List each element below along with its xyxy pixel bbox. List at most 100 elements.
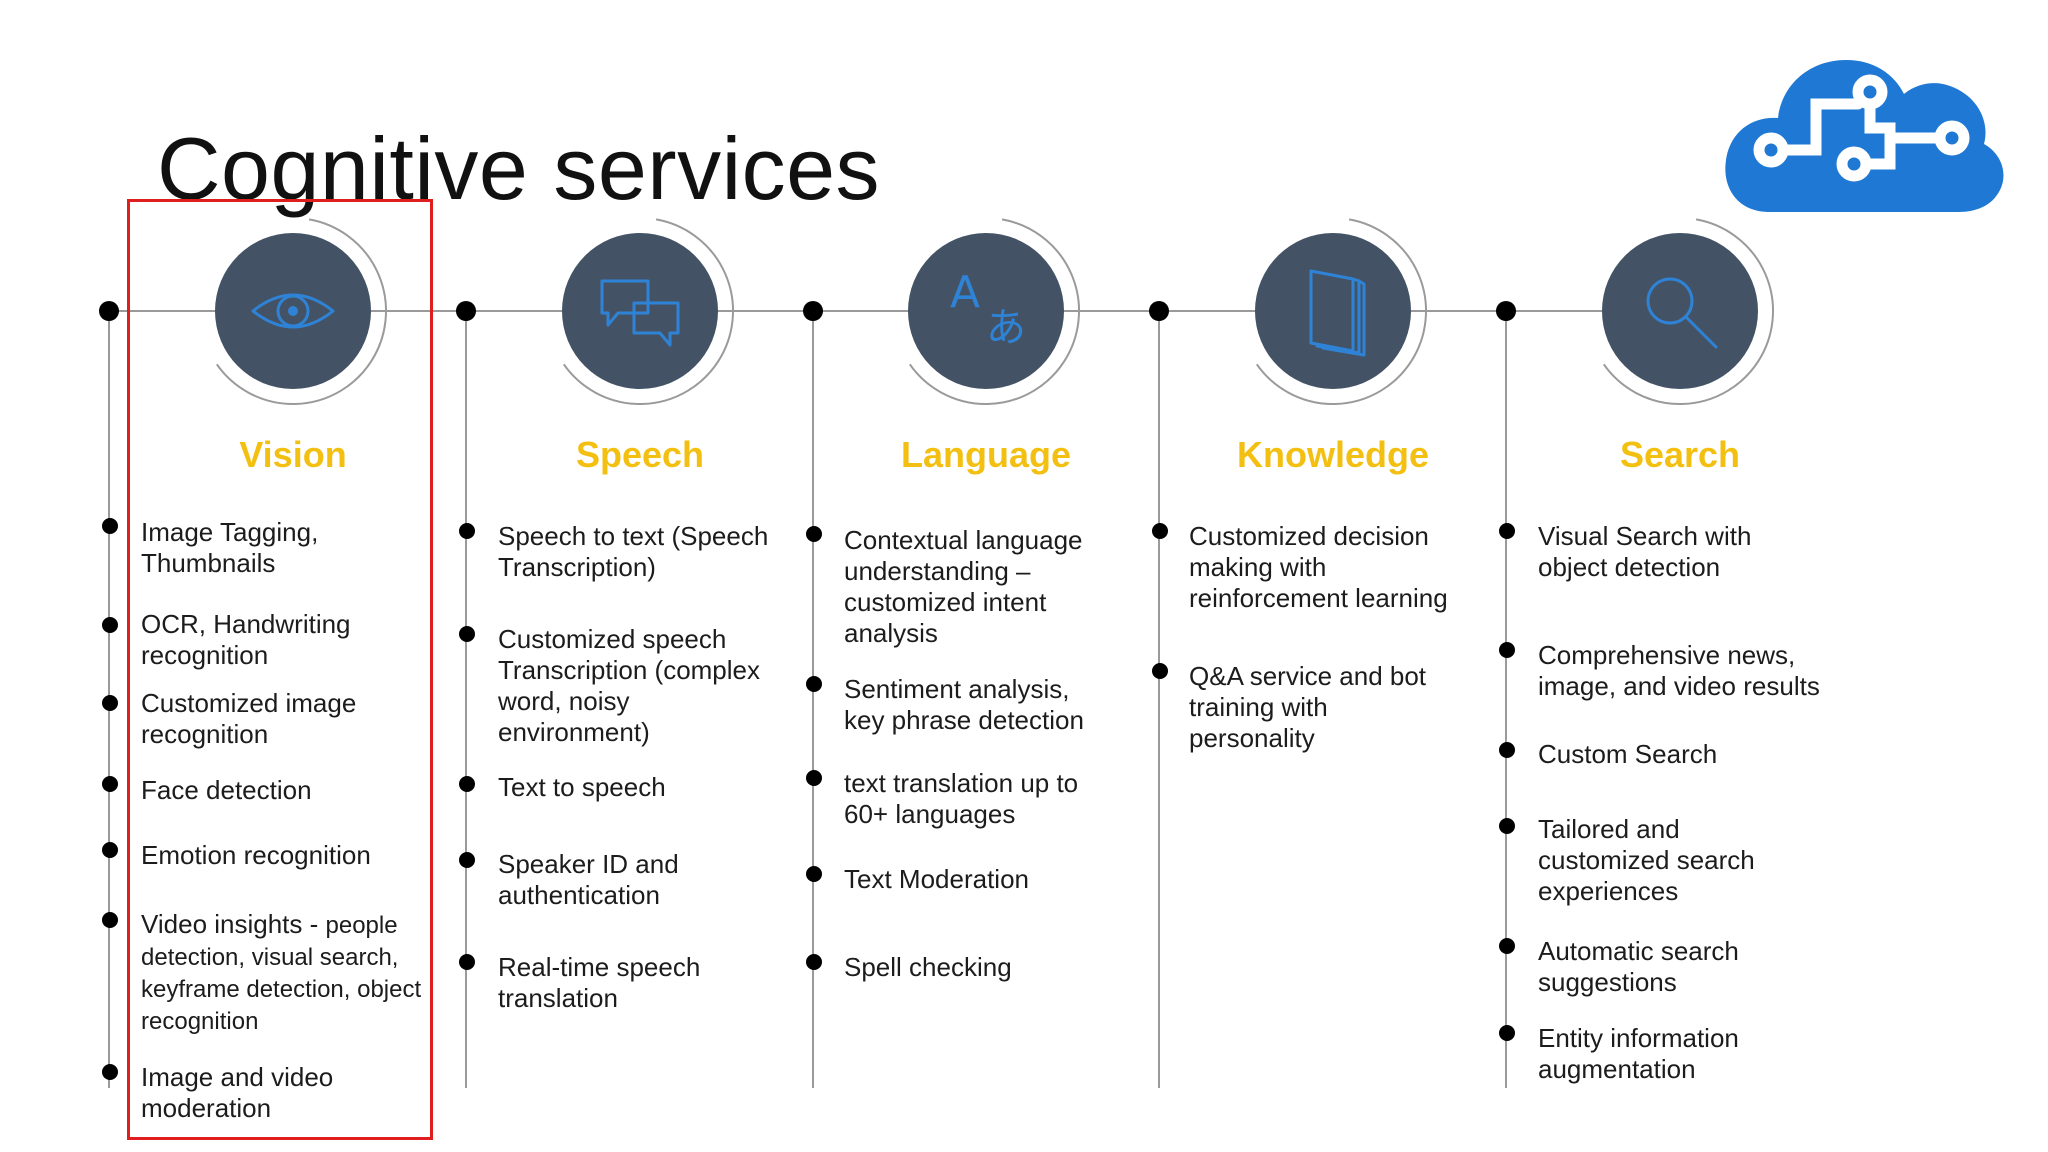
search-arc xyxy=(1602,218,1774,405)
vision-item: Image and video moderation xyxy=(141,1062,333,1124)
search-item: Custom Search xyxy=(1538,739,1717,770)
speech-item: Speech to text (Speech Transcription) xyxy=(498,521,768,583)
language-item-text: Contextual language understanding – cust… xyxy=(844,525,1083,648)
search-title: Search xyxy=(1619,434,1741,475)
vision-item: Video insights - people detection, visua… xyxy=(141,909,421,1037)
search-item: Entity information augmentation xyxy=(1538,1023,1739,1085)
speech-bullet-dot xyxy=(459,523,475,539)
language-item: text translation up to 60+ languages xyxy=(844,768,1078,830)
speech-item: Customized speech Transcription (complex… xyxy=(498,624,760,748)
language-item: Spell checking xyxy=(844,952,1012,983)
speech-item: Text to speech xyxy=(498,772,666,803)
knowledge-timeline-dot xyxy=(1149,301,1169,321)
vision-item: Emotion recognition xyxy=(141,840,371,871)
search-item-text: Comprehensive news, image, and video res… xyxy=(1538,640,1820,701)
search-item-text: Visual Search with object detection xyxy=(1538,521,1752,582)
knowledge-item-text: Q&A service and bot training with person… xyxy=(1189,661,1427,753)
search-item: Visual Search with object detection xyxy=(1538,521,1751,583)
knowledge-bullet-dot xyxy=(1152,523,1168,539)
vision-item-text: Video insights - xyxy=(141,909,326,939)
speech-item-text: Speaker ID and authentication xyxy=(498,849,679,910)
search-bullet-dot xyxy=(1499,742,1515,758)
speech-arc xyxy=(562,218,734,405)
speech-bullet-dot xyxy=(459,954,475,970)
search-item-text: Entity information augmentation xyxy=(1538,1023,1739,1084)
chat-bubbles-icon xyxy=(600,279,680,347)
speech-item: Real-time speech translation xyxy=(498,952,700,1014)
knowledge-item: Customized decision making with reinforc… xyxy=(1189,521,1448,614)
speech-bullet-dot xyxy=(459,776,475,792)
language-title: Language xyxy=(900,434,1071,475)
search-item-text: Tailored and customized search experienc… xyxy=(1538,814,1755,906)
language-bullet-dot xyxy=(806,866,822,882)
knowledge-bullet-dot xyxy=(1152,663,1168,679)
magnifier-icon xyxy=(1646,277,1718,349)
vision-item: Image Tagging, Thumbnails xyxy=(141,517,318,579)
vision-bullet-dot xyxy=(102,518,118,534)
language-item-text: text translation up to 60+ languages xyxy=(844,768,1079,829)
language-item: Text Moderation xyxy=(844,864,1029,895)
vision-highlight-box xyxy=(127,199,433,1140)
vision-timeline-dot xyxy=(99,301,119,321)
language-item-text: Text Moderation xyxy=(844,864,1029,894)
vision-bullet-dot xyxy=(102,912,118,928)
language-item-text: Sentiment analysis, key phrase detection xyxy=(844,674,1084,735)
speech-title: Speech xyxy=(575,434,705,475)
vision-bullet-dot xyxy=(102,695,118,711)
language-item-text: Spell checking xyxy=(844,952,1012,982)
vision-item-text: Customized image recognition xyxy=(141,688,357,749)
language-circle xyxy=(908,233,1064,389)
vision-arc xyxy=(215,218,387,405)
book-icon xyxy=(1309,269,1366,357)
vision-bullet-dot xyxy=(102,842,118,858)
search-item: Comprehensive news, image, and video res… xyxy=(1538,640,1820,702)
vision-bullet-dot xyxy=(102,776,118,792)
speech-item-text: Real-time speech translation xyxy=(498,952,701,1013)
knowledge-item-text: Customized decision making with reinforc… xyxy=(1189,521,1448,613)
knowledge-arc xyxy=(1255,218,1427,405)
search-item: Tailored and customized search experienc… xyxy=(1538,814,1755,907)
knowledge-circle xyxy=(1255,233,1411,389)
search-bullet-dot xyxy=(1499,523,1515,539)
vision-item-text: Emotion recognition xyxy=(141,840,371,870)
language-bullet-dot xyxy=(806,954,822,970)
svg-text:あ: あ xyxy=(986,305,1026,351)
vision-bullet-dot xyxy=(102,617,118,633)
knowledge-item: Q&A service and bot training with person… xyxy=(1189,661,1426,754)
speech-item-text: Speech to text (Speech Transcription) xyxy=(498,521,769,582)
speech-item: Speaker ID and authentication xyxy=(498,849,679,911)
search-item-text: Custom Search xyxy=(1538,739,1718,769)
vision-title: Vision xyxy=(239,434,347,475)
speech-timeline-dot xyxy=(456,301,476,321)
vision-item-text: Face detection xyxy=(141,775,312,805)
language-bullet-dot xyxy=(806,676,822,692)
eye-icon xyxy=(251,293,335,329)
vision-bullet-dot xyxy=(102,1064,118,1080)
search-timeline-dot xyxy=(1496,301,1516,321)
search-bullet-dot xyxy=(1499,818,1515,834)
language-bullet-dot xyxy=(806,770,822,786)
vision-item-text: Image and video moderation xyxy=(141,1062,334,1123)
speech-bullet-dot xyxy=(459,852,475,868)
vision-item-text: OCR, Handwriting recognition xyxy=(141,609,351,670)
language-arc xyxy=(908,218,1080,405)
search-item: Automatic search suggestions xyxy=(1538,936,1739,998)
language-timeline-dot xyxy=(803,301,823,321)
language-bullet-dot xyxy=(806,526,822,542)
search-circle xyxy=(1602,233,1758,389)
vision-item-detail: people detection, visual search, keyfram… xyxy=(141,912,422,1035)
search-bullet-dot xyxy=(1499,938,1515,954)
knowledge-title: Knowledge xyxy=(1236,434,1429,475)
search-bullet-dot xyxy=(1499,1025,1515,1041)
language-item: Sentiment analysis, key phrase detection xyxy=(844,674,1084,736)
search-item-text: Automatic search suggestions xyxy=(1538,936,1739,997)
svg-text:A: A xyxy=(950,267,980,318)
vision-item: Customized image recognition xyxy=(141,688,356,750)
speech-item-text: Customized speech Transcription (complex… xyxy=(498,624,761,747)
search-bullet-dot xyxy=(1499,642,1515,658)
vision-item: Face detection xyxy=(141,775,312,806)
translate-icon: Aあ xyxy=(950,267,1026,351)
speech-item-text: Text to speech xyxy=(498,772,666,802)
cognitive-services-logo-icon xyxy=(1725,60,2004,212)
